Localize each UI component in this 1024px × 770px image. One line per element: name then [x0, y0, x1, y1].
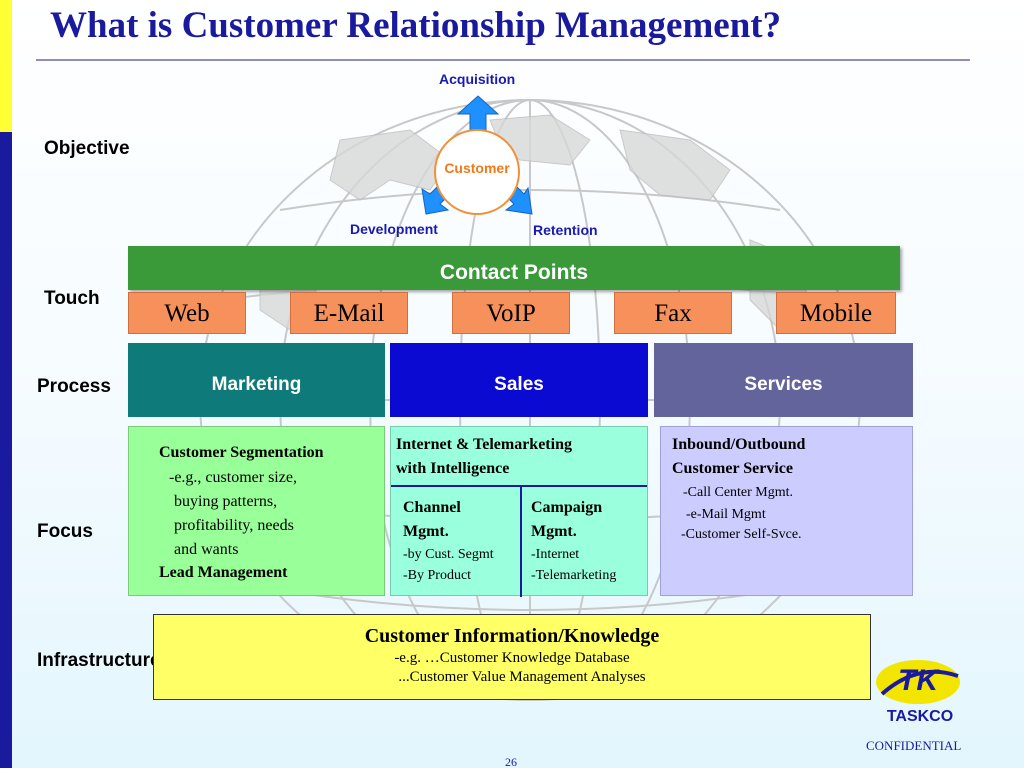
taskco-logo: TK TASKCO	[872, 652, 964, 734]
page-title: What is Customer Relationship Management…	[50, 5, 782, 46]
process-services: Services	[654, 343, 913, 417]
services-item: -e-Mail Mgmt	[686, 507, 766, 522]
channel-mgmt-item: -by Cust. Segmt	[403, 547, 494, 562]
focus-marketing: Customer Segmentation -e.g., customer si…	[128, 426, 385, 596]
row-label-infrastructure: Infrastructure	[37, 650, 161, 671]
process-sales: Sales	[390, 343, 648, 417]
row-label-focus: Focus	[37, 521, 93, 542]
channel-mgmt-title2: Mgmt.	[403, 523, 449, 540]
campaign-mgmt-title2: Mgmt.	[531, 523, 577, 540]
sales-heading-line2: with Intelligence	[396, 460, 510, 477]
acquisition-label: Acquisition	[439, 71, 516, 87]
sidebar-accent-yellow	[0, 0, 12, 132]
campaign-mgmt-title1: Campaign	[531, 499, 603, 516]
process-marketing: Marketing	[128, 343, 385, 417]
sidebar-accent-blue	[0, 0, 12, 768]
channel-mgmt-title1: Channel	[403, 499, 461, 516]
sales-divider	[391, 485, 647, 487]
infrastructure-line2: ...Customer Value Management Analyses	[398, 669, 646, 685]
channel-email: E-Mail	[290, 292, 408, 334]
infrastructure-line1: -e.g. …Customer Knowledge Database	[394, 650, 630, 666]
marketing-heading: Customer Segmentation	[159, 444, 324, 461]
customer-label: Customer	[444, 160, 510, 176]
marketing-line: buying patterns,	[174, 493, 278, 510]
confidential-label: CONFIDENTIAL	[866, 738, 962, 753]
services-item: -Call Center Mgmt.	[683, 485, 794, 500]
services-item: -Customer Self-Svce.	[681, 527, 802, 542]
logo-mark-text: TK	[898, 664, 940, 697]
acquisition-arrow	[456, 95, 500, 133]
title-divider	[36, 59, 970, 61]
channel-mobile: Mobile	[776, 292, 896, 334]
channel-fax: Fax	[614, 292, 732, 334]
services-heading-line2: Customer Service	[672, 460, 793, 477]
channel-web: Web	[128, 292, 246, 334]
campaign-mgmt-item: -Telemarketing	[531, 568, 617, 583]
campaign-mgmt-item: -Internet	[531, 547, 580, 562]
services-heading-line1: Inbound/Outbound	[672, 436, 806, 453]
row-label-process: Process	[37, 376, 111, 397]
infrastructure-title: Customer Information/Knowledge	[364, 625, 660, 647]
focus-services: Inbound/Outbound Customer Service -Call …	[660, 426, 913, 596]
retention-label: Retention	[533, 222, 598, 238]
marketing-line: profitability, needs	[174, 517, 294, 534]
channel-mgmt-item: -By Product	[403, 568, 472, 583]
sales-heading-line1: Internet & Telemarketing	[396, 436, 572, 453]
marketing-footer: Lead Management	[159, 564, 288, 581]
customer-circle	[434, 129, 520, 215]
sales-column-divider	[520, 487, 522, 597]
taskco-logo-mark: TK	[876, 660, 960, 704]
marketing-line: -e.g., customer size,	[169, 469, 297, 486]
contact-points-bar: Contact Points	[128, 246, 900, 290]
focus-sales: Internet & Telemarketing with Intelligen…	[390, 426, 648, 597]
page-number: 26	[505, 755, 517, 769]
row-label-touch: Touch	[44, 288, 100, 309]
row-label-objective: Objective	[44, 138, 130, 159]
infrastructure-box: Customer Information/Knowledge -e.g. …Cu…	[153, 614, 871, 700]
development-label: Development	[350, 221, 438, 237]
channel-voip: VoIP	[452, 292, 570, 334]
marketing-line: and wants	[174, 541, 239, 558]
taskco-logo-text: TASKCO	[886, 708, 954, 725]
